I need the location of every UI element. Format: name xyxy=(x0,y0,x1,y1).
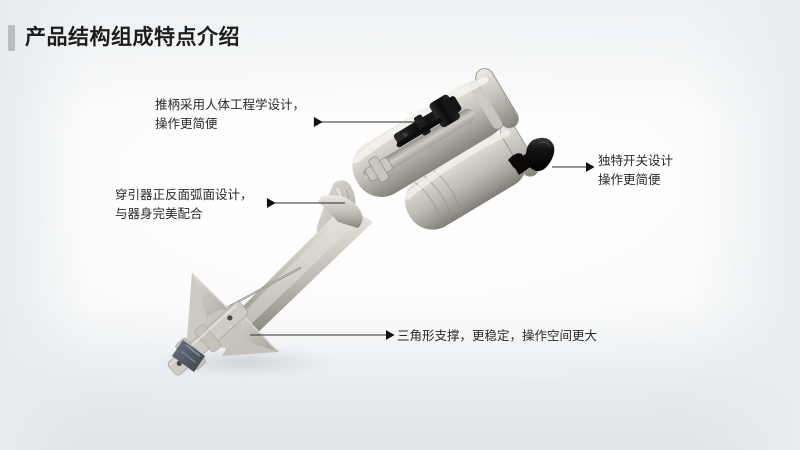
callout-switch-design-line1: 独特开关设计 xyxy=(598,154,674,168)
slider-track xyxy=(363,108,475,182)
lock-lever[interactable] xyxy=(387,91,466,154)
callout-switch-design-line2: 操作更简便 xyxy=(598,173,661,187)
title-label: 产品结构组成特点介绍 xyxy=(25,26,240,49)
knob-disc-head[interactable] xyxy=(525,137,555,172)
callout-guide-surface: 穿引器正反面弧面设计， 与器身完美配合 xyxy=(115,186,253,224)
callout-push-handle-line1: 推柄采用人体工程学设计， xyxy=(155,98,306,112)
callout-push-handle-line2: 操作更简便 xyxy=(155,117,218,131)
callout-switch-design: 独特开关设计 操作更简便 xyxy=(598,152,673,190)
callout-triangular-support-line1: 三角形支撑，更稳定，操作空间更大 xyxy=(397,329,598,343)
callout-push-handle: 推柄采用人体工程学设计， 操作更简便 xyxy=(155,96,305,134)
callout-guide-surface-line1: 穿引器正反面弧面设计， xyxy=(115,188,253,202)
callout-triangular-support: 三角形支撑，更稳定，操作空间更大 xyxy=(397,327,597,346)
page-title: 产品结构组成特点介绍 xyxy=(8,25,240,51)
slider-thumb[interactable] xyxy=(361,151,397,187)
push-knob-switch[interactable] xyxy=(508,137,555,175)
callout-guide-surface-line2: 与器身完美配合 xyxy=(115,207,203,221)
distal-tip xyxy=(172,340,205,372)
title-accent-bar xyxy=(8,25,15,51)
